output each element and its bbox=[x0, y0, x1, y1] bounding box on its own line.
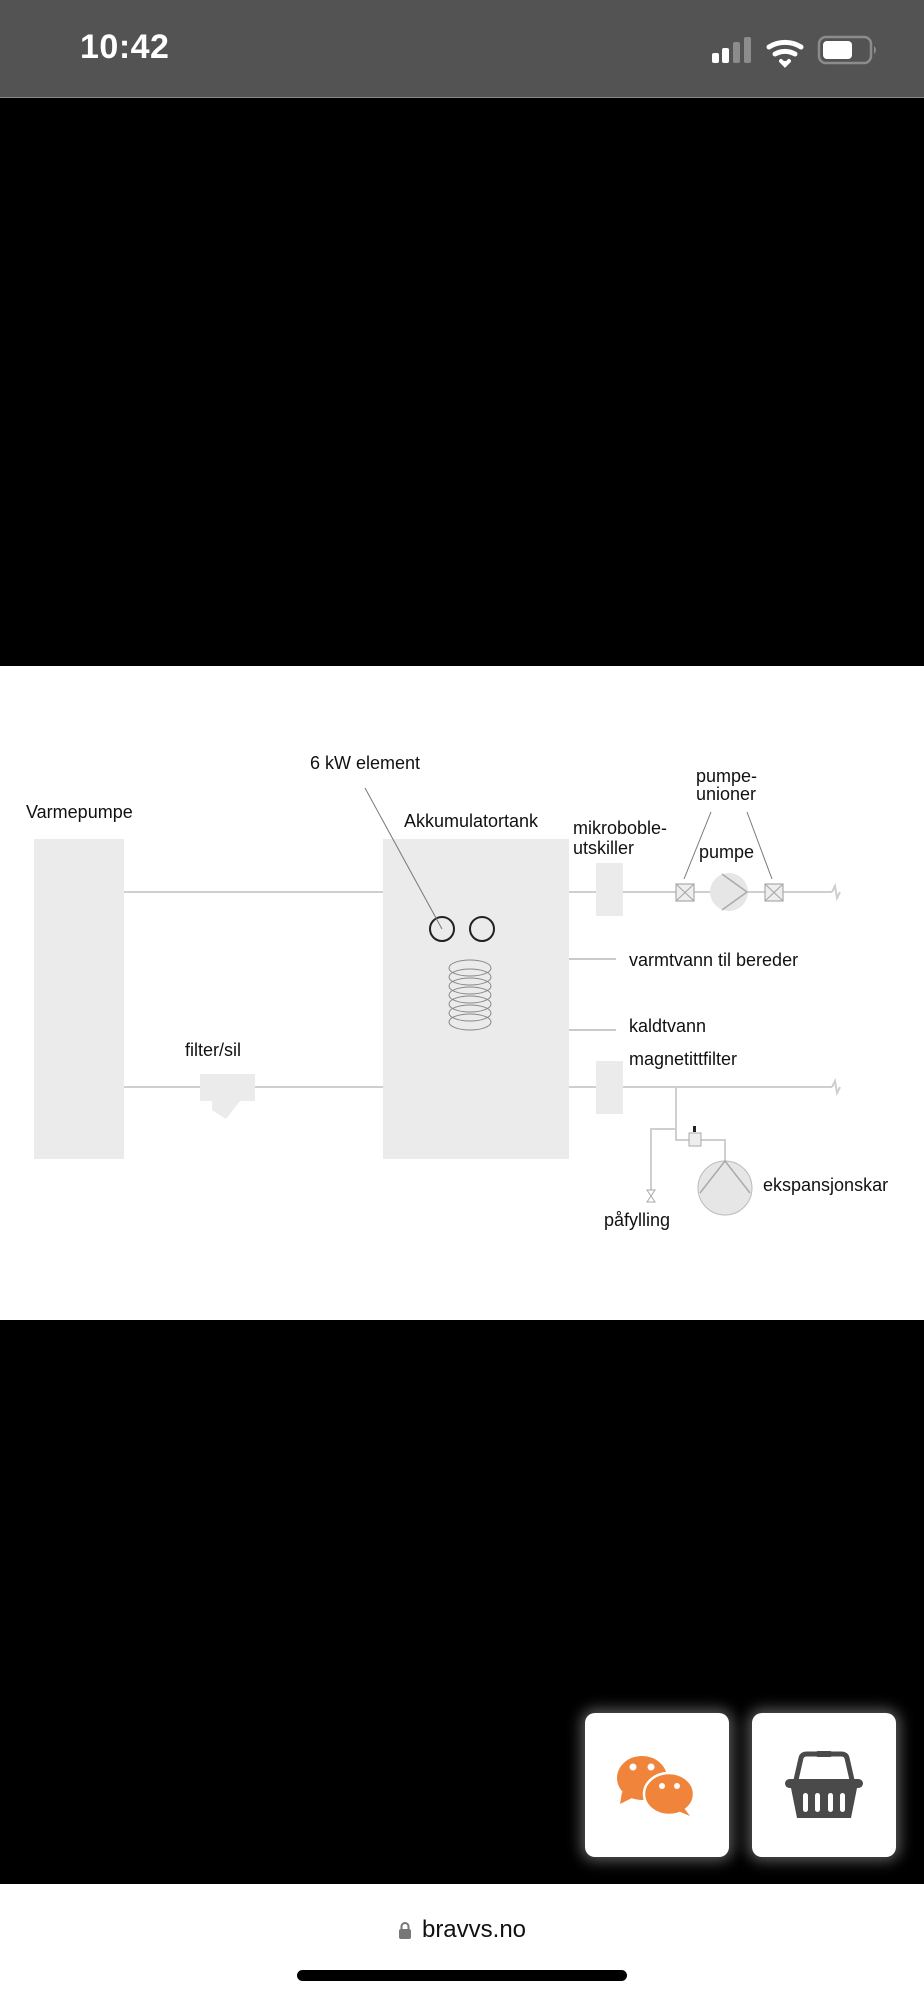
safety-valve bbox=[688, 1132, 702, 1147]
label-pafylling: påfylling bbox=[604, 1210, 670, 1230]
label-unioner-2: unioner bbox=[696, 784, 756, 804]
label-kaldtvann: kaldtvann bbox=[629, 1016, 706, 1036]
expansion-tank bbox=[697, 1159, 753, 1216]
element-circle bbox=[469, 916, 495, 942]
label-mikroboble: mikroboble- bbox=[573, 818, 667, 838]
status-icons bbox=[712, 35, 876, 68]
url-text: bravvs.no bbox=[421, 1916, 527, 1943]
heat-coil bbox=[448, 959, 492, 1031]
label-element: 6 kW element bbox=[310, 753, 420, 773]
label-magnetitt: magnetittfilter bbox=[629, 1049, 737, 1069]
lock-icon bbox=[398, 1922, 411, 1939]
varmepumpe-unit bbox=[34, 839, 124, 1159]
magnetittfilter bbox=[596, 1061, 623, 1114]
label-mikroboble-2: utskiller bbox=[573, 838, 634, 858]
signal-icon bbox=[712, 37, 751, 63]
basket-button[interactable] bbox=[752, 1713, 896, 1857]
element-circle bbox=[429, 916, 455, 942]
label-filter: filter/sil bbox=[185, 1040, 241, 1060]
akkumulatortank bbox=[383, 839, 569, 1159]
label-unioner: pumpe- bbox=[696, 766, 757, 786]
heating-system-diagram: Varmepumpe 6 kW element Akkumulatortank … bbox=[0, 666, 924, 1320]
wifi-icon bbox=[766, 39, 804, 68]
label-pumpe: pumpe bbox=[699, 842, 754, 862]
label-ekspansjonskar: ekspansjonskar bbox=[763, 1175, 888, 1195]
home-indicator[interactable] bbox=[297, 1970, 627, 1981]
shopping-basket-icon bbox=[785, 1751, 863, 1818]
chat-bubbles-icon bbox=[617, 1756, 696, 1817]
fill-valve-icon bbox=[646, 1189, 656, 1203]
status-time: 10:42 bbox=[80, 28, 170, 66]
filter-sil bbox=[200, 1074, 255, 1119]
label-varmtvann: varmtvann til bereder bbox=[629, 950, 798, 970]
label-tank: Akkumulatortank bbox=[404, 811, 539, 831]
label-varmepumpe: Varmepumpe bbox=[26, 802, 133, 822]
mikroboble-utskiller bbox=[596, 863, 623, 916]
browser-bottom-bar: bravvs.no bbox=[0, 1884, 924, 2000]
diagram-svg: Varmepumpe 6 kW element Akkumulatortank … bbox=[26, 753, 888, 1230]
battery-icon bbox=[817, 35, 876, 65]
pump-icon bbox=[710, 873, 749, 911]
chat-button[interactable] bbox=[585, 1713, 729, 1857]
pump-union bbox=[675, 883, 784, 902]
url-bar[interactable]: bravvs.no bbox=[0, 1916, 924, 1944]
status-bar: 10:42 bbox=[0, 0, 924, 98]
leader-lines bbox=[364, 787, 773, 930]
